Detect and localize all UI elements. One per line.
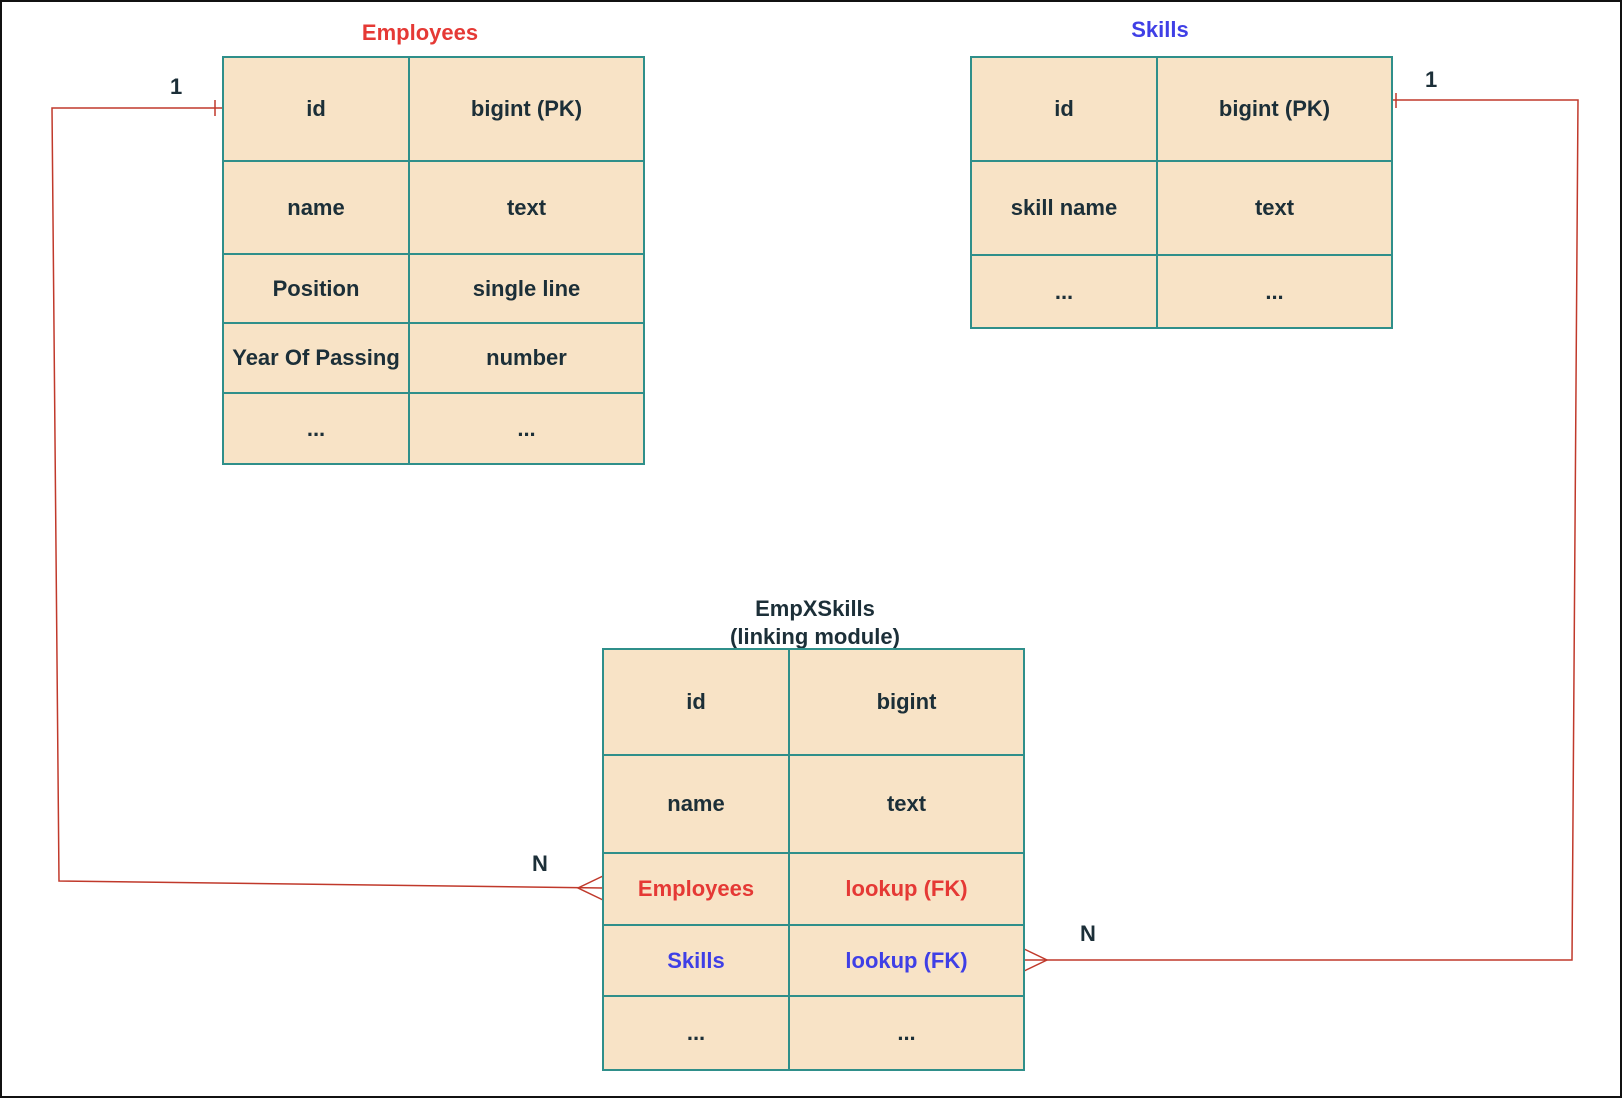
table-row: ... ... xyxy=(602,995,1025,1071)
field-type: ... xyxy=(788,995,1025,1071)
connector-employees-empxskills xyxy=(51,107,604,889)
field-type: ... xyxy=(408,392,645,465)
table-row: ... ... xyxy=(222,392,645,465)
table-row: id bigint (PK) xyxy=(222,56,645,162)
skills-title: Skills xyxy=(1131,17,1189,42)
field-type: number xyxy=(408,322,645,394)
skills-table: id bigint (PK) skill name text ... ... xyxy=(970,56,1393,329)
table-row: Employees lookup (FK) xyxy=(602,852,1025,926)
table-row: ... ... xyxy=(970,254,1393,329)
multiplicity-one-employees: 1 xyxy=(170,74,183,99)
field-name: Position xyxy=(222,253,410,324)
field-type-skills-lookup: lookup (FK) xyxy=(788,924,1025,997)
field-type: text xyxy=(788,754,1025,854)
crowsfoot-skills xyxy=(1021,947,1049,973)
field-name-skills-lookup: Skills xyxy=(602,924,790,997)
multiplicity-one-skills: 1 xyxy=(1425,67,1438,92)
crowsfoot-employees xyxy=(576,875,604,901)
field-name: id xyxy=(602,648,790,756)
table-row: id bigint xyxy=(602,648,1025,756)
connector-skills-empxskills xyxy=(1022,99,1579,961)
empxskills-title-line2: (linking module) xyxy=(730,624,900,649)
field-name: ... xyxy=(602,995,790,1071)
empxskills-title-line1: EmpXSkills xyxy=(755,596,875,621)
multiplicity-many-employees: N xyxy=(532,851,548,876)
table-row: skill name text xyxy=(970,160,1393,256)
field-name: name xyxy=(602,754,790,854)
field-type: ... xyxy=(1156,254,1393,329)
table-row: Year Of Passing number xyxy=(222,322,645,394)
table-row: name text xyxy=(602,754,1025,854)
field-type: bigint (PK) xyxy=(408,56,645,162)
table-row: Position single line xyxy=(222,253,645,324)
empxskills-table: id bigint name text Employees lookup (FK… xyxy=(602,648,1025,1071)
employees-table: id bigint (PK) name text Position single… xyxy=(222,56,645,465)
field-name: id xyxy=(222,56,410,162)
table-row: Skills lookup (FK) xyxy=(602,924,1025,997)
field-type: bigint (PK) xyxy=(1156,56,1393,162)
field-type: text xyxy=(408,160,645,255)
field-name-employees-lookup: Employees xyxy=(602,852,790,926)
field-name: id xyxy=(970,56,1158,162)
employees-title: Employees xyxy=(361,20,479,45)
field-type: bigint xyxy=(788,648,1025,756)
field-type: text xyxy=(1156,160,1393,256)
table-row: id bigint (PK) xyxy=(970,56,1393,162)
table-row: name text xyxy=(222,160,645,255)
empxskills-title: EmpXSkills (linking module) xyxy=(610,595,1020,651)
field-name: skill name xyxy=(970,160,1158,256)
field-name: Year Of Passing xyxy=(222,322,410,394)
field-type-employees-lookup: lookup (FK) xyxy=(788,852,1025,926)
field-type: single line xyxy=(408,253,645,324)
field-name: ... xyxy=(222,392,410,465)
multiplicity-many-skills: N xyxy=(1080,921,1096,946)
field-name: name xyxy=(222,160,410,255)
field-name: ... xyxy=(970,254,1158,329)
